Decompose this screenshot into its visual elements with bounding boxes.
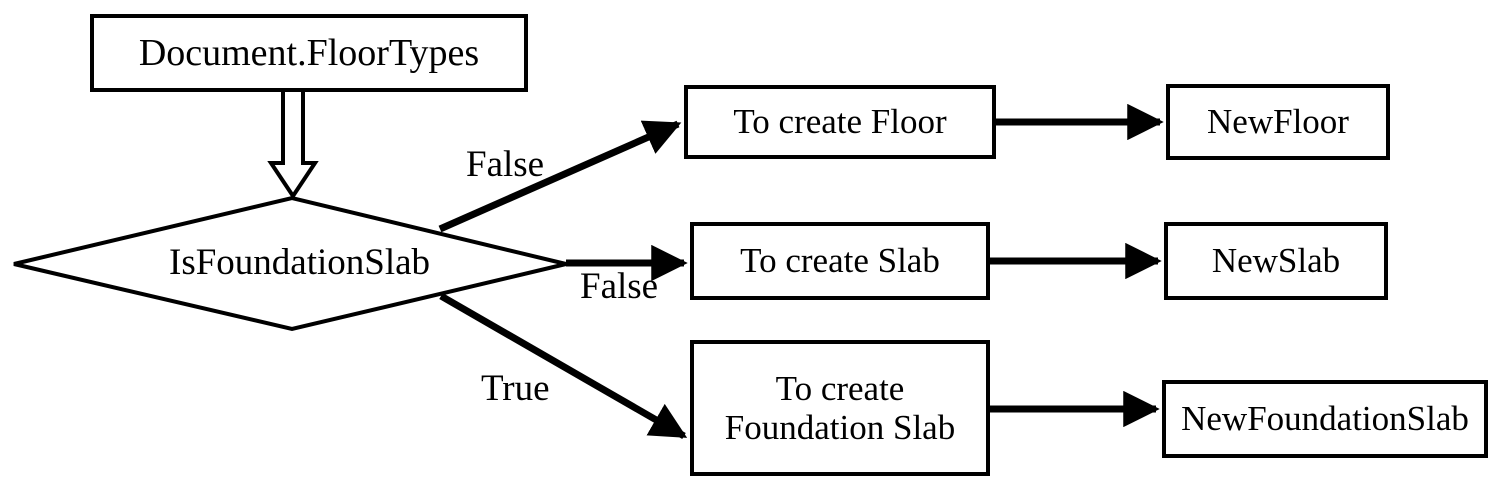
node-document-floortypes[interactable]: Document.FloorTypes bbox=[90, 14, 528, 92]
node-newfloor[interactable]: NewFloor bbox=[1166, 84, 1390, 160]
node-to-create-foundation-slab[interactable]: To create Foundation Slab bbox=[690, 340, 990, 476]
node-to-create-floor[interactable]: To create Floor bbox=[684, 85, 996, 159]
edge-decision-to-create-foundation-slab bbox=[439, 292, 688, 440]
node-to-create-foundation-slab-label: To create Foundation Slab bbox=[724, 368, 956, 447]
decision-diamond-label-text: IsFoundationSlab bbox=[169, 242, 431, 283]
node-to-create-slab-label: To create Slab bbox=[740, 241, 940, 281]
node-newfoundationslab[interactable]: NewFoundationSlab bbox=[1162, 380, 1488, 458]
node-newfoundationslab-label: NewFoundationSlab bbox=[1181, 399, 1469, 439]
node-newfloor-label: NewFloor bbox=[1207, 102, 1349, 142]
edge-label-false-top: False bbox=[466, 144, 545, 185]
hollow-block-arrow-to-decision bbox=[267, 86, 319, 200]
node-newslab-label: NewSlab bbox=[1211, 241, 1341, 281]
edge-label-true: True bbox=[481, 368, 550, 409]
edge-decision-to-create-floor bbox=[438, 120, 682, 233]
edge-label-false-middle: False bbox=[580, 266, 659, 307]
node-to-create-floor-label: To create Floor bbox=[733, 102, 947, 142]
decision-diamond-label: IsFoundationSlab bbox=[169, 244, 430, 281]
node-newslab[interactable]: NewSlab bbox=[1164, 222, 1388, 300]
node-to-create-slab[interactable]: To create Slab bbox=[690, 222, 990, 300]
node-document-floortypes-label: Document.FloorTypes bbox=[138, 31, 480, 74]
